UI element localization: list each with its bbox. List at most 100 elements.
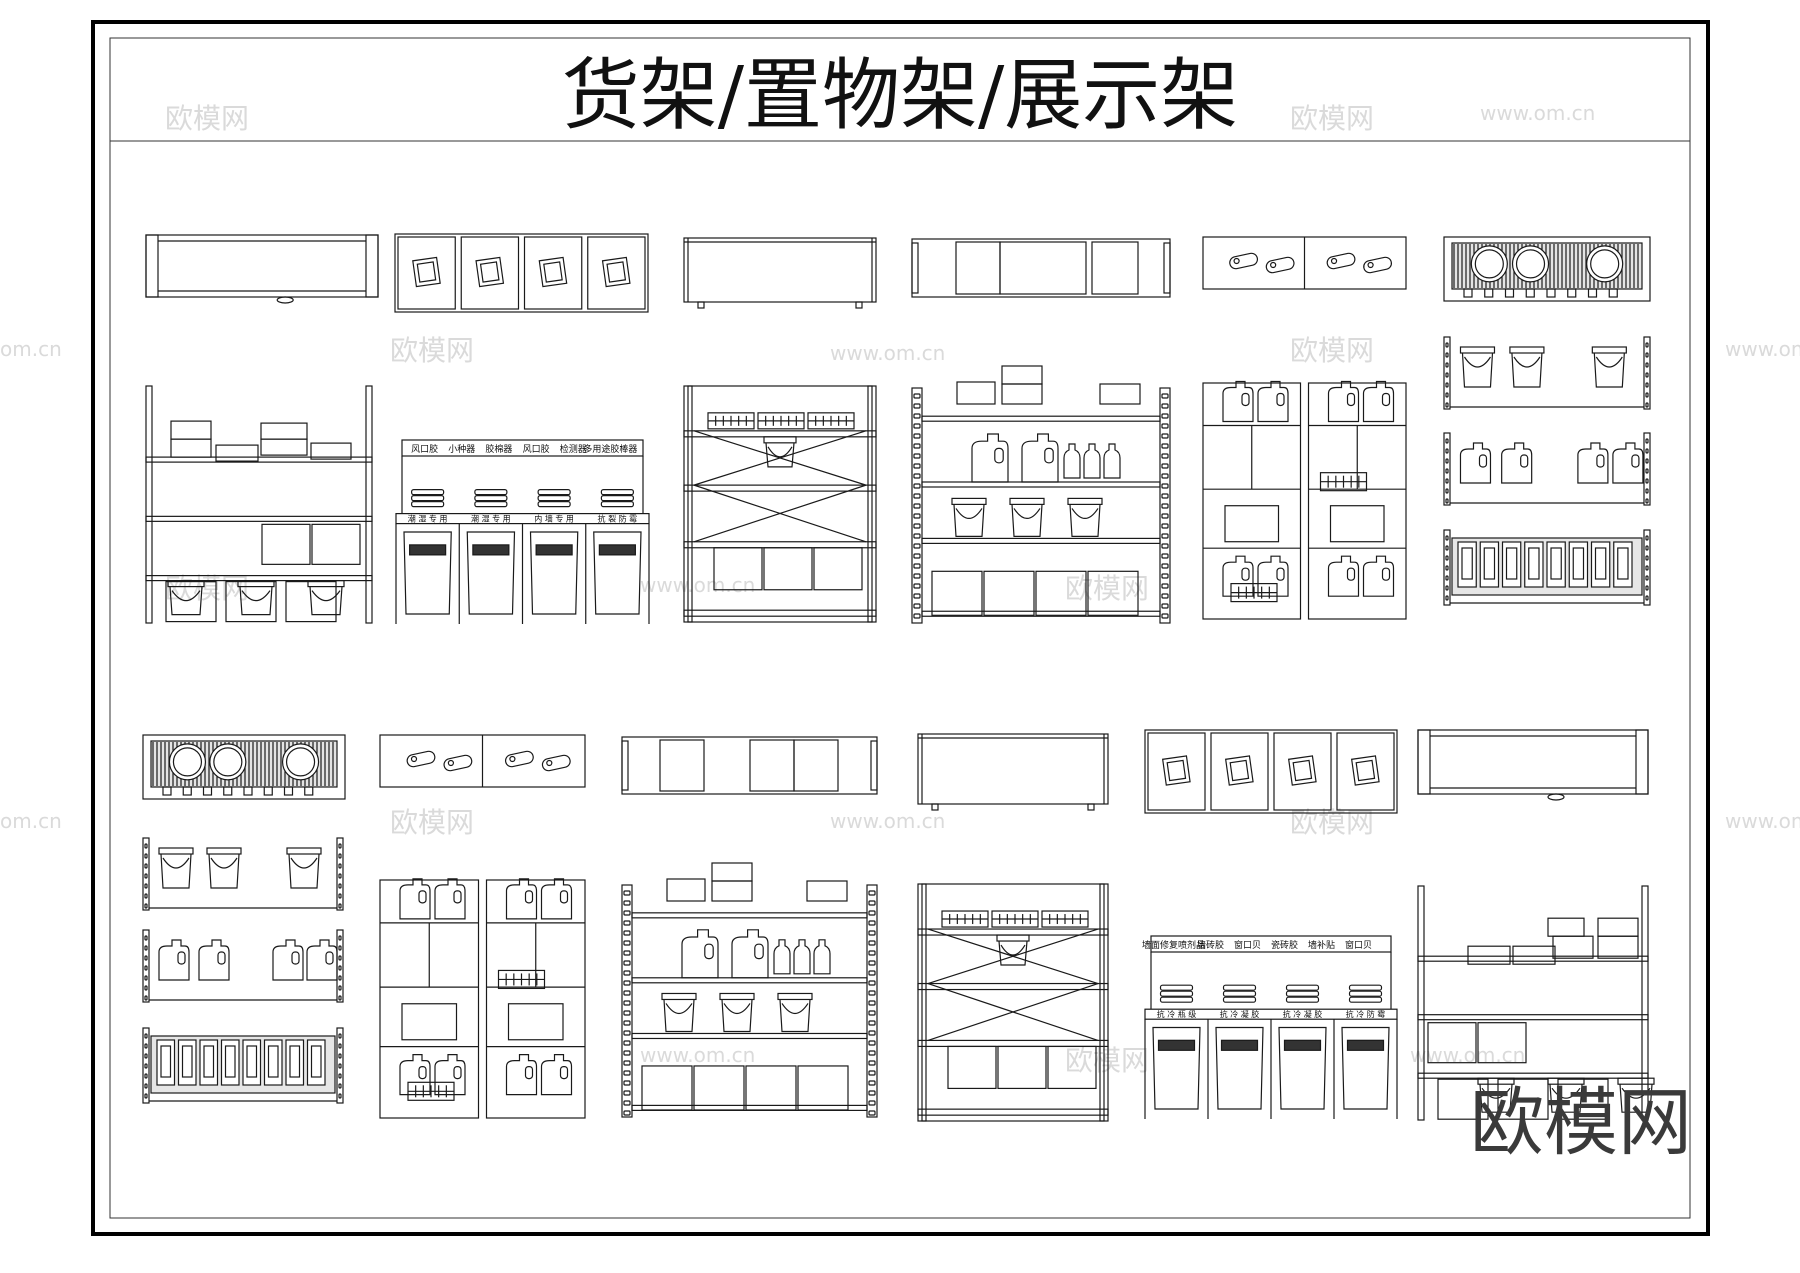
jug-handle-icon — [1596, 454, 1605, 468]
post-hole — [913, 423, 921, 429]
post-hole — [868, 1020, 876, 1026]
stacked-tile-icon — [1348, 996, 1383, 1003]
post-hole — [144, 863, 148, 869]
post-hole — [1161, 423, 1169, 429]
bin-box-inner — [606, 261, 627, 283]
bucket-lid-icon — [996, 934, 1030, 942]
bucket-handle-icon — [1481, 1087, 1511, 1099]
jug-handle-icon — [291, 951, 300, 965]
perforated-post — [1443, 336, 1451, 410]
hose-reel-icon — [1229, 252, 1259, 270]
post-hole — [1645, 352, 1649, 358]
pack-window — [203, 1045, 215, 1078]
post-hole — [1445, 595, 1449, 601]
post-hole — [338, 893, 342, 899]
watermark-brand: 欧模网 — [1290, 102, 1374, 135]
carton-box — [983, 570, 1035, 616]
post-hole — [868, 950, 876, 956]
carton-box — [170, 438, 212, 458]
post-hole — [338, 1083, 342, 1089]
jug-handle-icon — [524, 1065, 534, 1080]
post-hole — [1645, 478, 1649, 484]
end-post — [911, 242, 919, 294]
shelf-label-text: 内 墙 专 用 — [534, 514, 574, 524]
shelf-board — [683, 430, 877, 438]
post-hole — [623, 1000, 631, 1006]
stacked-tile-icon — [600, 489, 634, 496]
post-hole — [144, 985, 148, 991]
bottle-icon — [813, 939, 831, 975]
pack-window — [1617, 547, 1629, 580]
post-hole — [144, 903, 148, 909]
jug-handle-icon — [1520, 454, 1529, 468]
reel-clip — [1463, 288, 1473, 298]
post-hole — [338, 985, 342, 991]
shelf-plan-view-tubes — [145, 234, 379, 304]
end-post — [1417, 729, 1431, 795]
header-sign-text: 墙面修复喷剂品 — [1142, 939, 1205, 951]
end-post — [145, 234, 159, 298]
post-hole — [338, 883, 342, 889]
post-hole — [338, 1033, 342, 1039]
post-hole — [1161, 493, 1169, 499]
jug-handle-icon — [325, 951, 334, 965]
post-hole — [913, 413, 921, 419]
post-hole — [913, 453, 921, 459]
bucket-lid-icon — [1477, 1077, 1515, 1085]
header-sign-text: 多用途胶棒器 — [583, 443, 637, 455]
carton-box — [1497, 1078, 1549, 1120]
post-hole — [868, 920, 876, 926]
bin-bucket-icon — [1152, 1026, 1201, 1110]
post-hole — [623, 1030, 631, 1036]
bin-cell — [587, 236, 646, 310]
post-hole — [144, 873, 148, 879]
stacked-tile-icon — [1159, 996, 1194, 1003]
post-hole — [338, 935, 342, 941]
post-hole — [913, 533, 921, 539]
jug-handle-icon — [994, 447, 1004, 464]
post-hole — [1445, 382, 1449, 388]
bin-label-plate — [535, 544, 573, 556]
watermark-brand: 欧模网 — [1290, 806, 1374, 839]
bin-box-inner — [1229, 759, 1250, 782]
post-hole — [1445, 478, 1449, 484]
carton-box — [1437, 1078, 1489, 1120]
bucket-icon — [1069, 504, 1101, 537]
post-hole — [1645, 392, 1649, 398]
reel-clip — [1567, 288, 1577, 298]
stacked-tile-icon — [474, 495, 508, 502]
bucket-lid-icon — [167, 579, 205, 588]
post-hole — [623, 1080, 631, 1086]
post-hole — [868, 930, 876, 936]
jug-icon — [399, 1054, 431, 1096]
jug-handle-icon — [704, 943, 714, 960]
post-hole — [144, 893, 148, 899]
jug-handle-icon — [1478, 454, 1488, 468]
hanging-pack-icon — [1479, 541, 1500, 588]
perforated-post — [142, 929, 150, 1003]
bucket-icon — [288, 853, 320, 889]
cross-brace — [693, 430, 867, 486]
jug-handle-icon — [418, 890, 427, 904]
carton-box — [713, 547, 763, 591]
shelf-board — [917, 1108, 1109, 1116]
bin-box-icon — [601, 256, 631, 288]
post-hole — [1645, 498, 1649, 504]
shelf-board — [683, 541, 877, 549]
post-hole — [338, 965, 342, 971]
reel-clip — [1525, 288, 1535, 298]
perforated-post — [336, 1027, 344, 1104]
two-bay-cabinet-elevation — [1202, 380, 1407, 620]
watermark-site: om.cn — [0, 337, 62, 361]
panel-block — [1091, 241, 1139, 295]
post-hole — [1445, 555, 1449, 561]
post-hole — [913, 403, 921, 409]
post-hole — [1645, 535, 1649, 541]
shelf-board — [921, 610, 1161, 617]
bin-label-plate — [1346, 1039, 1385, 1051]
carton-box — [797, 1065, 849, 1111]
bucket-lid-icon — [1009, 497, 1045, 505]
post-hole — [1161, 453, 1169, 459]
shelf-label-text: 抗 冷 凝 胶 — [1283, 1009, 1323, 1019]
